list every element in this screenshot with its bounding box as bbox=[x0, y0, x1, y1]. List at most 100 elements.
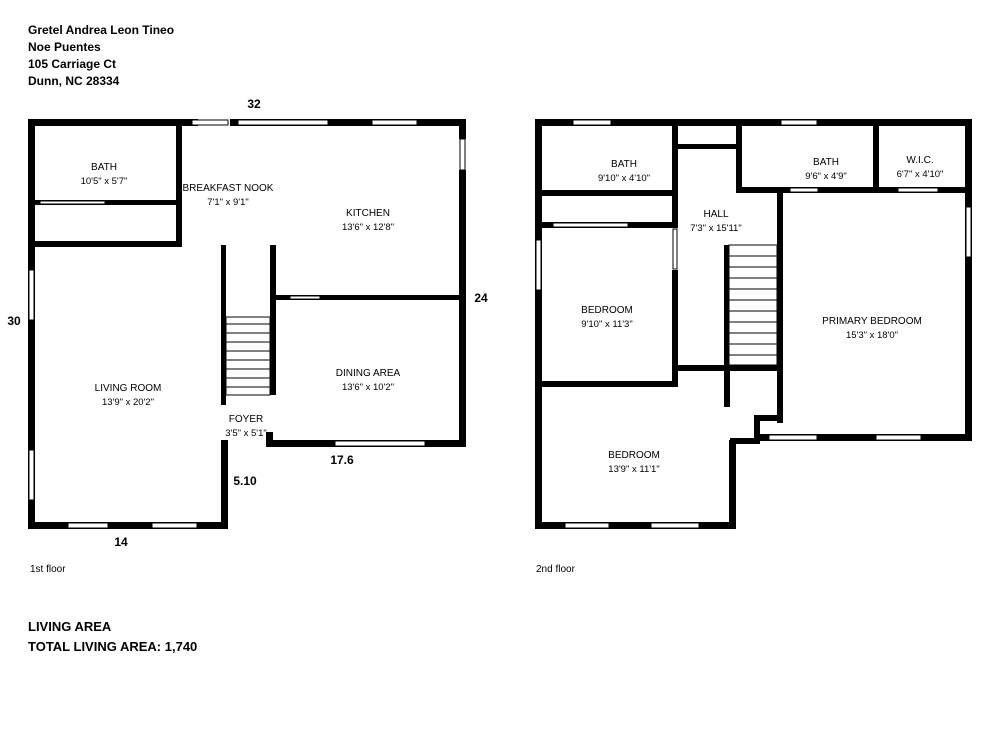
door-opening bbox=[459, 138, 466, 171]
room-name-wic: W.I.C. bbox=[906, 155, 933, 166]
measure-right: 24 bbox=[474, 291, 488, 305]
window bbox=[564, 522, 610, 529]
street-address: 105 Carriage Ct bbox=[28, 57, 117, 71]
room-dim-bath-right: 9'6" x 4'9" bbox=[805, 171, 847, 182]
room-dim-primary-bedroom: 15'3" x 18'0" bbox=[846, 330, 898, 341]
room-dim-bath-left: 9'10" x 4'10" bbox=[598, 173, 650, 184]
room-dim-bedroom-mid: 9'10" x 11'3" bbox=[581, 319, 632, 330]
wall bbox=[873, 119, 879, 191]
window bbox=[334, 440, 426, 447]
room-name-foyer: FOYER bbox=[229, 414, 263, 425]
room-dim-breakfast-nook: 7'1" x 9'1" bbox=[207, 197, 249, 208]
window bbox=[768, 434, 818, 441]
measure-top: 32 bbox=[247, 97, 261, 111]
living-area-title: LIVING AREA bbox=[28, 619, 112, 634]
first-floor-windows bbox=[28, 119, 466, 529]
wall bbox=[754, 415, 782, 421]
window bbox=[535, 239, 542, 291]
owner-name: Gretel Andrea Leon Tineo bbox=[28, 23, 175, 37]
wall bbox=[757, 434, 972, 441]
window bbox=[28, 269, 35, 321]
window bbox=[780, 119, 818, 126]
wall bbox=[535, 381, 678, 387]
wall bbox=[672, 196, 678, 228]
wall bbox=[724, 367, 730, 407]
wall bbox=[230, 119, 466, 126]
window bbox=[875, 434, 922, 441]
wall bbox=[736, 119, 742, 191]
wall bbox=[28, 119, 35, 529]
room-name-living-room: LIVING ROOM bbox=[95, 383, 162, 394]
wall bbox=[777, 191, 783, 423]
door-opening bbox=[789, 187, 819, 193]
room-dim-bedroom-bottom: 13'9" x 11'1" bbox=[608, 464, 659, 475]
wall bbox=[724, 245, 729, 370]
wall bbox=[272, 295, 462, 300]
wall bbox=[535, 190, 678, 196]
wall bbox=[965, 119, 972, 441]
second-floor-labels: BATH 9'10" x 4'10" BATH 9'6" x 4'9" W.I.… bbox=[581, 155, 943, 475]
first-floor-label: 1st floor bbox=[30, 564, 66, 575]
room-dim-living-room: 13'9" x 20'2" bbox=[102, 397, 154, 408]
door-opening bbox=[191, 119, 229, 126]
second-floor-stairs bbox=[728, 244, 778, 366]
wall bbox=[28, 119, 198, 126]
first-floor-labels: BATH 10'5" x 5'7" BREAKFAST NOOK 7'1" x … bbox=[81, 162, 401, 439]
door-opening bbox=[672, 228, 678, 270]
wall bbox=[535, 119, 972, 126]
wall bbox=[672, 270, 678, 386]
wall bbox=[221, 245, 226, 395]
room-name-bath-right: BATH bbox=[813, 157, 839, 168]
wall bbox=[729, 440, 736, 529]
property-header: Gretel Andrea Leon Tineo Noe Puentes 105… bbox=[28, 22, 174, 90]
room-dim-wic: 6'7" x 4'10" bbox=[897, 169, 944, 180]
wall bbox=[676, 144, 736, 149]
measure-foyer-side: 5.10 bbox=[233, 474, 257, 488]
first-floor-stairs bbox=[225, 316, 271, 396]
wall bbox=[176, 119, 182, 247]
owner-name-2: Noe Puentes bbox=[28, 40, 101, 54]
room-name-bedroom-bottom: BEDROOM bbox=[608, 450, 660, 461]
wall bbox=[28, 522, 228, 529]
wall bbox=[266, 432, 273, 447]
window bbox=[572, 119, 612, 126]
wall bbox=[459, 119, 466, 139]
second-floor-label: 2nd floor bbox=[536, 564, 575, 575]
first-floor-measurements: 32 30 24 17.6 5.10 14 bbox=[7, 97, 488, 549]
room-name-breakfast-nook: BREAKFAST NOOK bbox=[183, 183, 274, 194]
room-name-bedroom-mid: BEDROOM bbox=[581, 305, 633, 316]
room-dim-bath: 10'5" x 5'7" bbox=[81, 176, 128, 187]
room-name-hall: HALL bbox=[703, 209, 728, 220]
city-address: Dunn, NC 28334 bbox=[28, 74, 120, 88]
window bbox=[237, 119, 329, 126]
room-dim-kitchen: 13'6" x 12'8" bbox=[342, 222, 394, 233]
room-name-dining-area: DINING AREA bbox=[336, 368, 401, 379]
total-living-area: TOTAL LIVING AREA: 1,740 bbox=[28, 639, 198, 654]
wall bbox=[672, 119, 678, 194]
room-name-kitchen: KITCHEN bbox=[346, 208, 390, 219]
measure-dining-bottom: 17.6 bbox=[330, 453, 354, 467]
room-dim-dining-area: 13'6" x 10'2" bbox=[342, 382, 394, 393]
room-name-primary-bedroom: PRIMARY BEDROOM bbox=[822, 316, 922, 327]
door-opening bbox=[897, 187, 939, 193]
wall bbox=[535, 522, 736, 529]
wall bbox=[730, 438, 760, 444]
room-name-bath: BATH bbox=[91, 162, 117, 173]
window bbox=[39, 200, 106, 205]
room-name-bath-left: BATH bbox=[611, 159, 637, 170]
window bbox=[28, 449, 35, 501]
measure-left: 30 bbox=[7, 314, 21, 328]
wall bbox=[221, 395, 226, 405]
second-floor-windows bbox=[535, 119, 972, 529]
window bbox=[371, 119, 418, 126]
measure-bottom: 14 bbox=[114, 535, 128, 549]
room-dim-hall: 7'3" x 15'11" bbox=[690, 223, 741, 234]
window bbox=[650, 522, 700, 529]
wall bbox=[535, 119, 542, 529]
wall bbox=[754, 415, 760, 440]
wall bbox=[28, 241, 182, 247]
window bbox=[151, 522, 198, 529]
wall bbox=[270, 245, 276, 395]
wall bbox=[736, 187, 972, 193]
